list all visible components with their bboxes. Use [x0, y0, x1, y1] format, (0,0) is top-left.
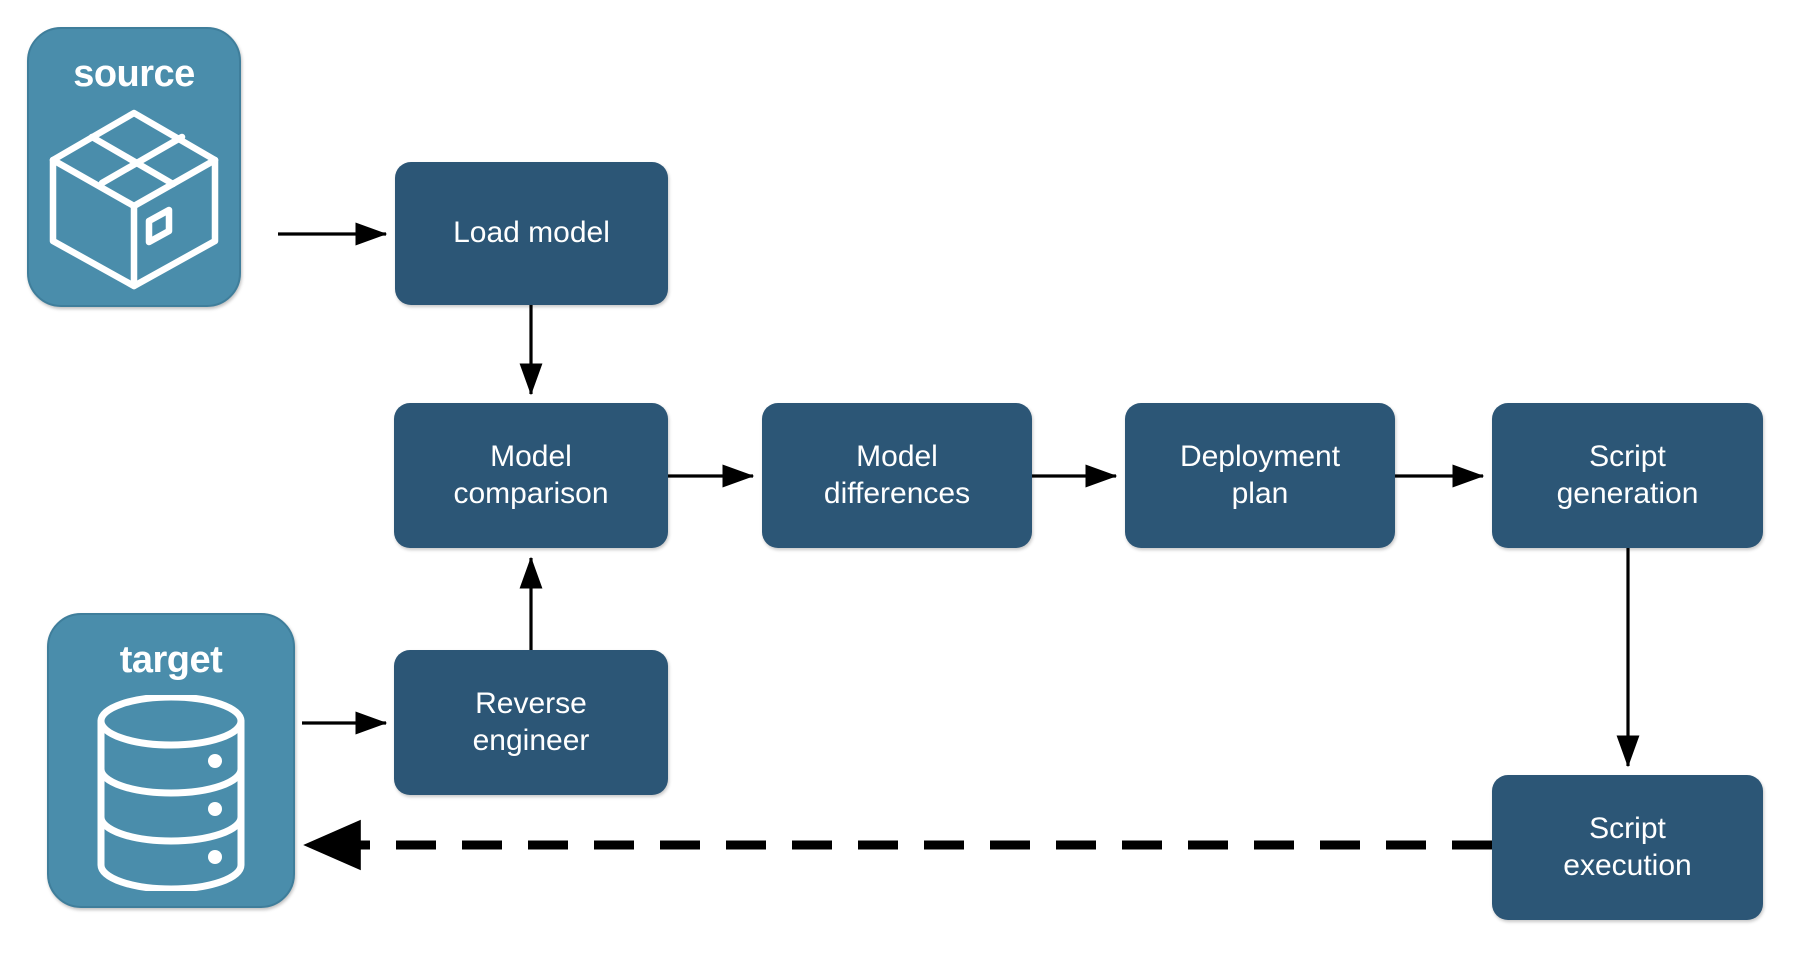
target-card[interactable]: target — [47, 613, 295, 908]
process-label: Script generation — [1556, 439, 1699, 510]
process-label: Script execution — [1563, 811, 1692, 882]
process-box-script-execution[interactable]: Script execution — [1492, 775, 1763, 920]
source-card-title: source — [73, 53, 195, 95]
target-card-title: target — [119, 639, 223, 681]
process-box-script-generation[interactable]: Script generation — [1492, 403, 1763, 548]
process-box-deployment-plan[interactable]: Deployment plan — [1125, 403, 1395, 548]
process-label: Reverse engineer — [472, 686, 590, 757]
process-box-model-comparison[interactable]: Model comparison — [394, 403, 668, 548]
process-label: Model differences — [823, 439, 971, 510]
database-cylinder-icon — [49, 679, 293, 906]
source-card[interactable]: source — [27, 27, 241, 307]
process-label: Model comparison — [453, 439, 609, 510]
package-box-icon — [29, 93, 239, 305]
process-box-reverse-engineer[interactable]: Reverse engineer — [394, 650, 668, 795]
process-label: Deployment plan — [1179, 439, 1341, 510]
process-box-load-model[interactable]: Load model — [395, 162, 668, 305]
process-box-model-differences[interactable]: Model differences — [762, 403, 1032, 548]
process-label: Load model — [453, 216, 610, 250]
